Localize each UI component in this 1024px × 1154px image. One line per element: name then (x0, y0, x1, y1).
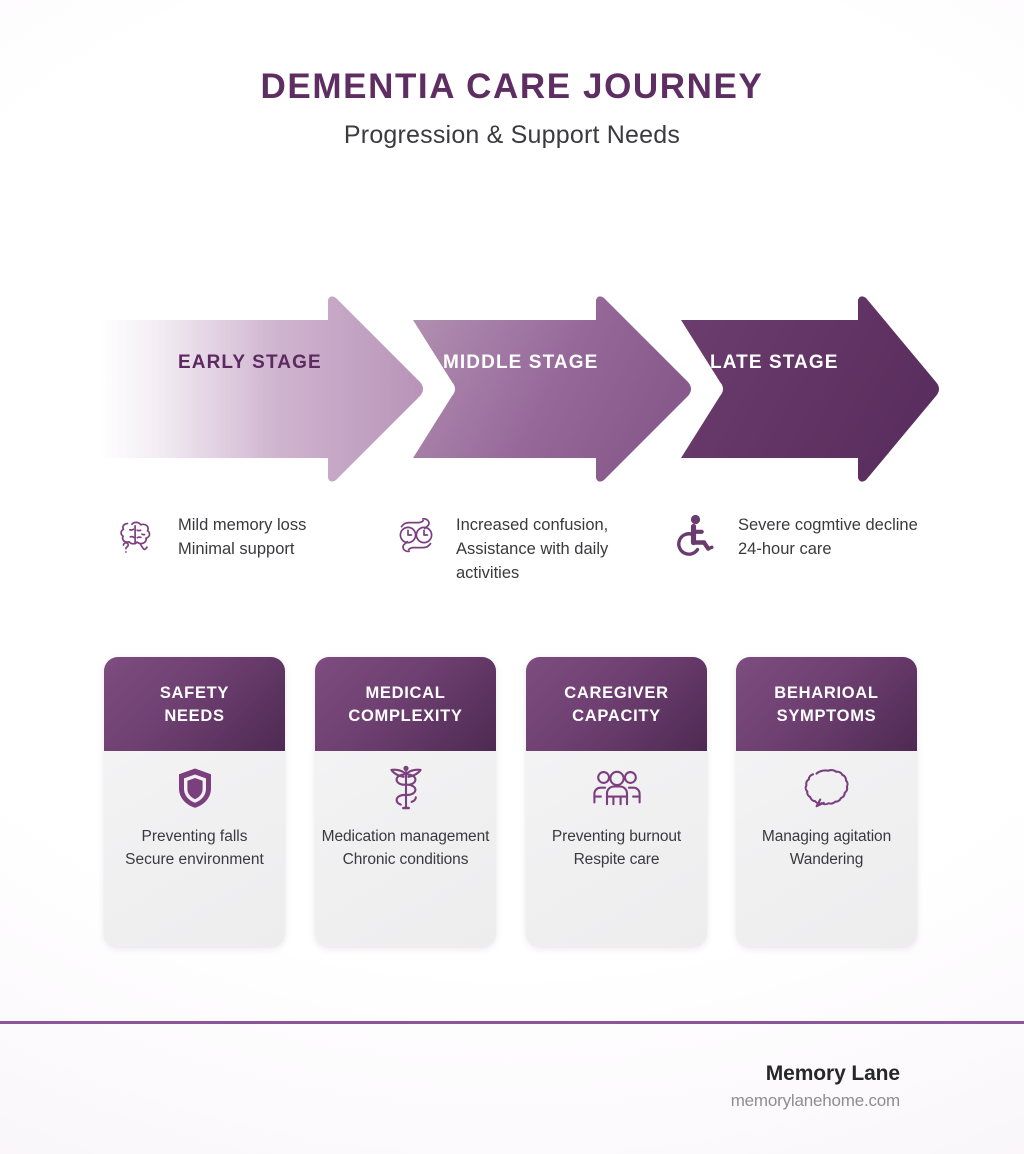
card-header: BEHARIOAL SYMPTOMS (736, 657, 917, 751)
stage-note-late: Severe cogmtive decline 24-hour care (672, 508, 918, 562)
card-safety-needs[interactable]: SAFETY NEEDS Preventing falls Secure env… (104, 657, 285, 947)
stage-arrow-middle (413, 296, 691, 482)
card-body-line: Preventing falls (141, 828, 248, 845)
card-title-line2: COMPLEXITY (348, 706, 463, 725)
card-body-line: Medication management (321, 828, 490, 845)
card-body-line: Secure environment (125, 851, 264, 869)
card-title-line1: CAREGIVER (564, 683, 669, 702)
brand-name: Memory Lane (765, 1062, 900, 1085)
card-body: Medication management Chronic conditions (315, 825, 496, 872)
stage-note-text-early: Mild memory loss Minimal support (178, 508, 306, 562)
stage-note-text-late: Severe cogmtive decline 24-hour care (738, 508, 918, 562)
stage-arrow-early (100, 296, 423, 482)
note-line: Minimal support (178, 539, 295, 558)
shield-icon (104, 751, 285, 825)
stage-note-early: Mild memory loss Minimal support (112, 508, 306, 562)
stage-label-early: EARLY STAGE (178, 352, 322, 373)
card-body: Preventing burnout Respite care (526, 825, 707, 872)
note-line: activities (456, 563, 520, 582)
card-body: Managing agitation Wandering (736, 825, 917, 872)
card-body-line: Chronic conditions (342, 851, 469, 869)
note-line: Severe cogmtive decline (738, 516, 918, 534)
card-body-line: Respite care (573, 851, 660, 869)
card-title-line1: MEDICAL (365, 683, 446, 702)
footer-divider (0, 1021, 1024, 1024)
stage-progression-band (0, 292, 1024, 488)
note-line: 24-hour care (738, 539, 832, 558)
card-title-line2: NEEDS (164, 706, 225, 725)
card-header: SAFETY NEEDS (104, 657, 285, 751)
people-group-icon (526, 751, 707, 825)
wheelchair-icon (672, 508, 724, 560)
page-header: DEMENTIA CARE JOURNEY Progression & Supp… (0, 67, 1024, 150)
stage-arrow-late (681, 296, 939, 482)
card-caregiver-capacity[interactable]: CAREGIVER CAPACITY (526, 657, 707, 947)
page-title: DEMENTIA CARE JOURNEY (260, 67, 764, 106)
card-title-line2: CAPACITY (572, 706, 661, 725)
card-header: MEDICAL COMPLEXITY (315, 657, 496, 751)
note-line: Assistance with daily (456, 539, 609, 558)
card-body-line: Preventing burnout (551, 828, 682, 845)
support-needs-cards: SAFETY NEEDS Preventing falls Secure env… (0, 657, 1024, 949)
clock-hands-icon (390, 508, 442, 560)
stage-label-middle: MIDDLE STAGE (443, 352, 599, 373)
caduceus-icon (315, 751, 496, 825)
card-body-line: Managing agitation (761, 828, 892, 845)
stage-label-late: LATE STAGE (710, 352, 839, 373)
card-title-line1: SAFETY (159, 683, 230, 702)
footer: Memory Lane memorylanehome.com (730, 1062, 901, 1111)
card-medical-complexity[interactable]: MEDICAL COMPLEXITY Medication management… (315, 657, 496, 947)
card-title-line2: SYMPTOMS (776, 706, 877, 725)
page-subtitle: Progression & Support Needs (343, 120, 681, 149)
note-line: Mild memory loss (178, 516, 307, 534)
stage-note-text-middle: Increased confusion, Assistance with dai… (456, 508, 608, 586)
card-header: CAREGIVER CAPACITY (526, 657, 707, 751)
brain-question-icon (112, 508, 164, 560)
card-body: Preventing falls Secure environment (104, 825, 285, 872)
stage-notes: Mild memory loss Minimal support Increa (0, 503, 1024, 593)
card-title-line1: BEHARIOAL (774, 683, 879, 702)
brand-website: memorylanehome.com (730, 1091, 901, 1110)
note-line: Increased confusion, (456, 516, 609, 534)
card-behavioral-symptoms[interactable]: BEHARIOAL SYMPTOMS Managing agitation Wa… (736, 657, 917, 947)
stage-note-middle: Increased confusion, Assistance with dai… (390, 508, 608, 586)
card-body-line: Wandering (789, 851, 864, 869)
speech-bubble-icon (736, 751, 917, 825)
